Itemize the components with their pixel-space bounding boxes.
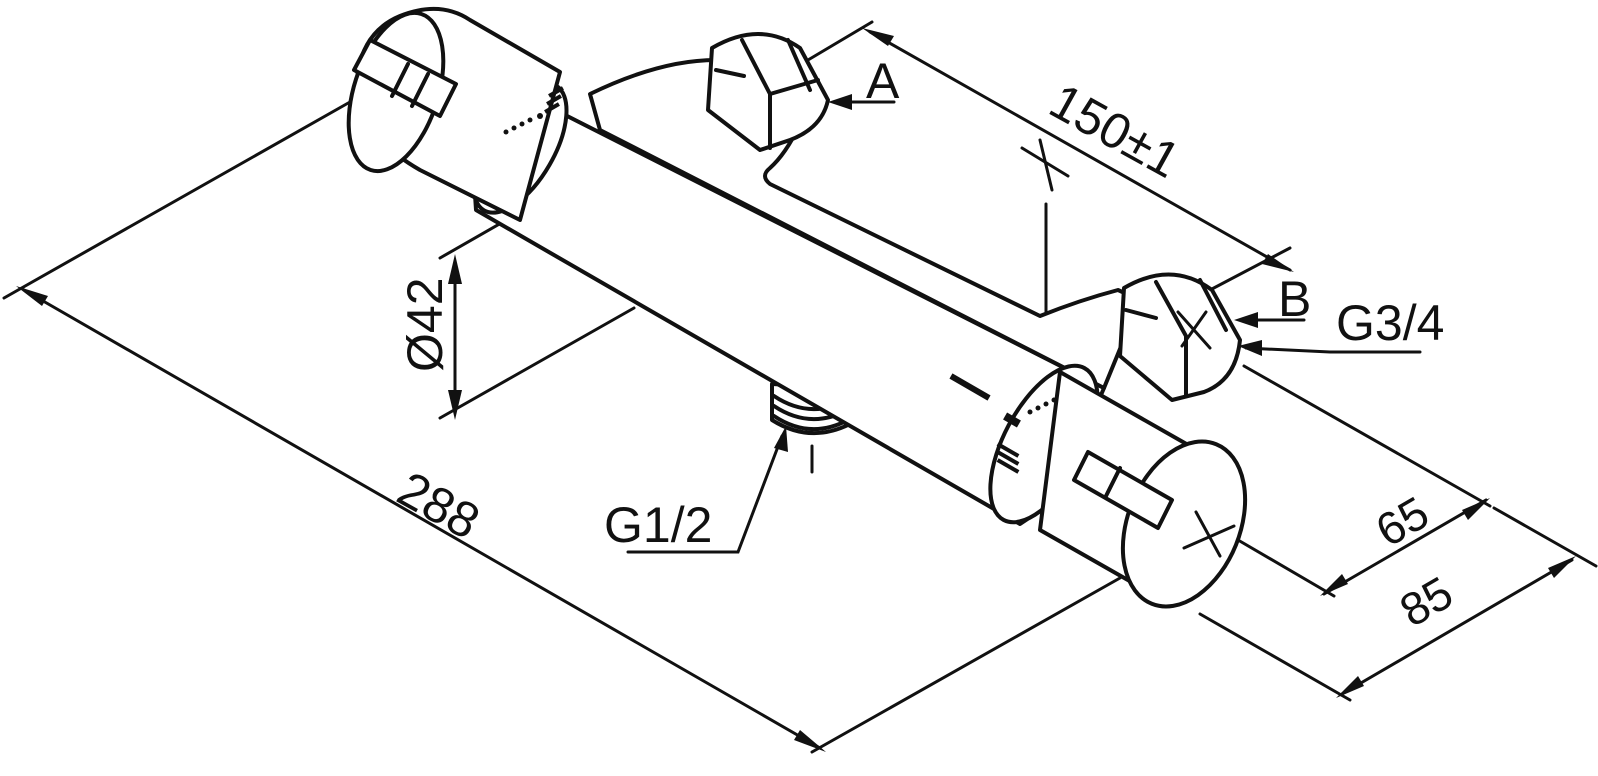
label-a: A bbox=[866, 53, 900, 109]
diameter-arrow-bottom bbox=[448, 390, 462, 420]
centerline-a-cross-2 bbox=[1038, 138, 1054, 192]
label-depth-outer: 85 bbox=[1391, 566, 1461, 637]
depth-outer-arrow-back bbox=[1548, 556, 1576, 578]
right-handle bbox=[1072, 450, 1174, 530]
length-arrow-right bbox=[794, 730, 826, 752]
left-handle bbox=[352, 38, 458, 118]
scale-marks-left bbox=[503, 86, 564, 135]
diameter-arrow-top bbox=[448, 254, 462, 284]
length-extension-left bbox=[2, 100, 352, 300]
leader-g34 bbox=[1244, 346, 1422, 354]
label-outlet-thread: G3/4 bbox=[1336, 295, 1444, 351]
depth-inner-extension-front bbox=[1236, 538, 1336, 598]
left-end-cap bbox=[346, 6, 569, 222]
label-b: B bbox=[1278, 271, 1311, 327]
connector-b-cross-2 bbox=[1180, 310, 1208, 348]
leader-a-arrow bbox=[828, 94, 852, 110]
depth-inner-dimension-line bbox=[1322, 498, 1488, 596]
right-end-cap bbox=[988, 363, 1248, 609]
depth-outer-arrow-front bbox=[1336, 676, 1364, 698]
right-cap-cross-2 bbox=[1182, 524, 1236, 550]
connector-b bbox=[1118, 272, 1242, 402]
label-depth-inner: 65 bbox=[1367, 486, 1437, 557]
center-arrow-b bbox=[1262, 254, 1294, 272]
bridge-a bbox=[588, 58, 1142, 390]
leader-g12-arrow bbox=[774, 426, 788, 452]
leader-g12 bbox=[626, 434, 784, 554]
depth-outer-extension bbox=[1492, 506, 1598, 568]
center-arrow-a bbox=[862, 28, 894, 46]
center-extension-b bbox=[1208, 246, 1292, 292]
depth-outer-dimension-line bbox=[1340, 558, 1574, 696]
length-extension-right bbox=[810, 576, 1122, 754]
leader-b-arrow bbox=[1234, 312, 1258, 328]
center-extension-a bbox=[806, 20, 874, 62]
leader-g34-arrow bbox=[1238, 340, 1262, 356]
label-diameter: Ø42 bbox=[397, 277, 453, 372]
center-dimension-line bbox=[868, 30, 1292, 272]
connector-a bbox=[706, 32, 830, 152]
label-inlet-thread: G1/2 bbox=[604, 497, 712, 553]
length-dimension-line bbox=[22, 288, 822, 750]
length-arrow-left bbox=[16, 286, 48, 306]
mixer-body bbox=[346, 6, 1248, 609]
leaders bbox=[626, 94, 1422, 554]
right-cap-cross-1 bbox=[1194, 510, 1222, 558]
depth-outer-extension-front bbox=[1198, 612, 1352, 702]
depth-inner-arrow-back bbox=[1462, 498, 1490, 520]
depth-inner-extension bbox=[1242, 364, 1492, 508]
scale-marks-right bbox=[949, 373, 1057, 474]
label-length: 288 bbox=[389, 461, 489, 550]
depth-inner-arrow-front bbox=[1320, 574, 1348, 596]
diameter-extension-bottom bbox=[438, 306, 636, 420]
